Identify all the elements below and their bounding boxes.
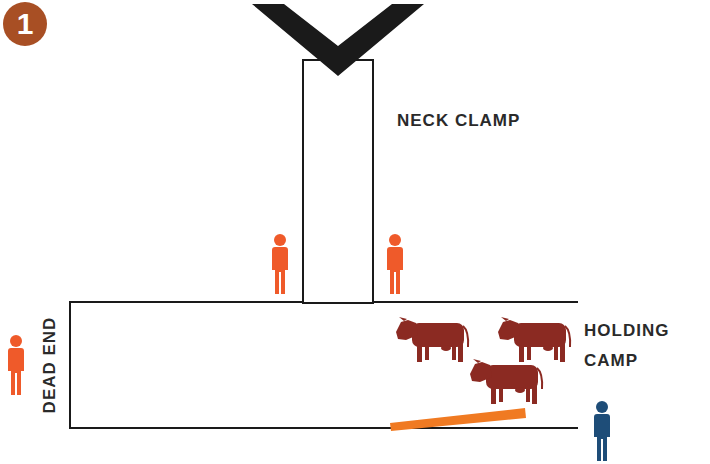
neck-clamp — [252, 4, 424, 76]
gate-bar — [390, 408, 526, 431]
holding-pen — [70, 302, 578, 428]
part-label: NECK CLAMP — [397, 106, 577, 136]
area-label: HOLDING CAMP — [584, 316, 702, 376]
chute — [303, 60, 373, 303]
handler-blue — [594, 401, 610, 461]
callout-circle: 1 — [3, 2, 47, 46]
handlers — [8, 234, 403, 395]
cows — [396, 317, 570, 404]
callout-number: 1 — [17, 9, 34, 39]
part-label: DEAD END — [35, 317, 65, 414]
